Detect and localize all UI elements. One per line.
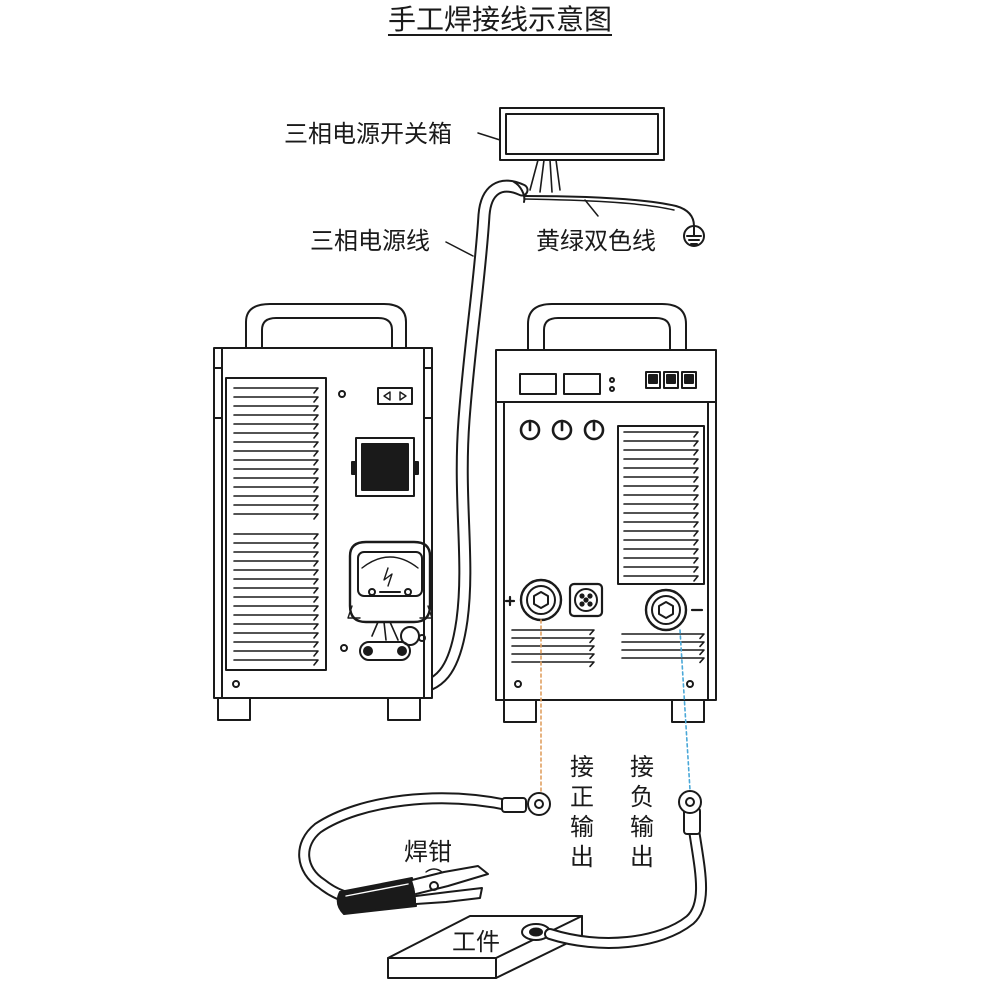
louver-slat [233,578,319,585]
louver-slat [623,431,699,438]
switch-box-label: 三相电源开关箱 [284,120,452,148]
front-vent-louvers [623,431,699,582]
digital-display-left [519,373,557,395]
electrode-holder [336,865,489,915]
negative-cable-lug [678,790,702,835]
welder-side-panel [213,303,433,721]
louver-slat [623,440,699,447]
louver-slat [623,539,699,546]
louver-slat [511,629,595,636]
positive-cable-lug [501,792,551,816]
rocker-switches [645,371,697,389]
louver-slat [621,641,705,648]
louver-slat [623,458,699,465]
louver-slat [233,605,319,612]
electrode-holder-cable [298,792,518,904]
louver-slat [233,513,319,520]
louver-slat [623,548,699,555]
lower-vent-louvers [511,629,705,668]
diagram-title: 手工焊接线示意图 [387,3,612,36]
louver-slat [511,645,595,652]
power-socket-icon [377,387,413,405]
louver-slat [623,476,699,483]
louver-slat [623,557,699,564]
power-cable-leader [445,241,474,257]
louver-slat [623,575,699,582]
indicator-lights [609,377,615,392]
louver-slat [233,623,319,630]
positive-output-label: 接正输出 [570,753,594,871]
louver-slat [511,637,595,644]
power-cable-label: 三相电源线 [310,227,430,255]
louver-slat [621,657,705,664]
louver-slat [233,632,319,639]
louver-slat [233,477,319,484]
louver-slat [621,649,705,656]
louver-slat [233,596,319,603]
negative-output-label: 接负输出 [630,753,654,871]
louver-slat [511,653,595,660]
louver-slat [233,414,319,421]
digital-display-right [563,373,601,395]
side-window-panel [351,437,419,497]
louver-slat [623,449,699,456]
louver-slat [233,641,319,648]
louver-slat [623,521,699,528]
wire-feeder-gauge [347,540,433,624]
louver-slat [623,485,699,492]
louver-slat [623,503,699,510]
louver-slat [233,495,319,502]
louver-slat [233,650,319,657]
louver-slat [233,405,319,412]
negative-output-terminal [644,588,704,632]
louver-slat [623,566,699,573]
side-vent-louvers [233,387,319,666]
louver-slat [233,432,319,439]
louver-slat [623,467,699,474]
louver-slat [233,551,319,558]
louver-slat [233,504,319,511]
louver-slat [233,450,319,457]
louver-slat [233,569,319,576]
louver-slat [233,396,319,403]
louver-slat [623,512,699,519]
electrode-holder-label: 焊钳 [404,838,452,866]
workpiece-label: 工件 [452,928,500,956]
switch-box-leader [477,132,501,141]
front-vent-frame [617,425,705,585]
cable-clamp [359,621,420,661]
louver-slat [233,423,319,430]
louver-slat [233,533,319,540]
louver-slat [511,661,595,668]
ground-wire-label: 黄绿双色线 [536,227,656,255]
louver-slat [233,441,319,448]
ground-icon [683,225,705,247]
louver-slat [623,530,699,537]
negative-connection-line [679,629,691,791]
louver-slat [233,587,319,594]
three-phase-switch-box [499,107,665,193]
louver-slat [233,387,319,394]
louver-slat [233,614,319,621]
louver-slat [623,494,699,501]
yellow-green-ground-wire [523,195,695,227]
louver-slat [233,659,319,666]
louver-slat [233,459,319,466]
louver-slat [233,468,319,475]
louver-slat [233,486,319,493]
louver-slat [233,542,319,549]
louver-slat [233,560,319,567]
louver-slat [621,633,705,640]
ground-clamp-cable [544,824,707,949]
control-connector [568,582,604,618]
control-knobs [519,419,605,441]
